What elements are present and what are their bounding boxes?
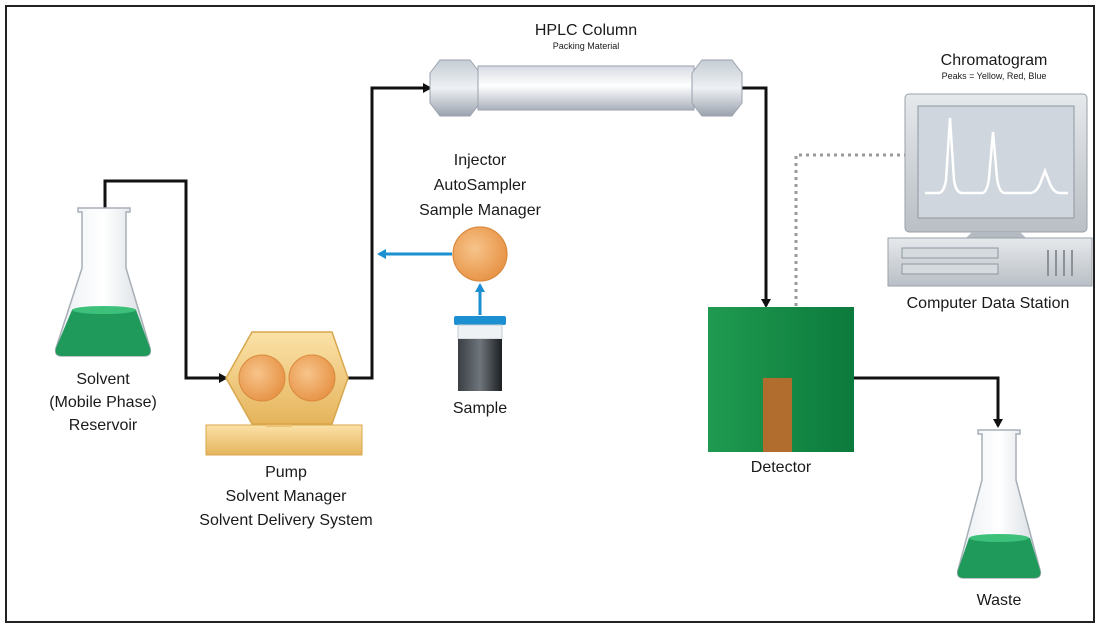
pump-label-line2: Solvent Manager <box>226 488 348 505</box>
diagram-border <box>5 5 1095 623</box>
column-title: HPLC Column <box>535 22 637 39</box>
sample-vial <box>454 316 506 391</box>
pump-label-line3: Solvent Delivery System <box>199 512 372 529</box>
waste-flask <box>956 429 1042 579</box>
pump-head-left <box>238 354 286 402</box>
computer-label: Computer Data Station <box>907 295 1070 312</box>
pump-label-line1: Pump <box>265 464 307 481</box>
column-subtitle: Packing Material <box>553 41 620 51</box>
cpu-case <box>887 237 1093 287</box>
injector-autosampler <box>452 226 508 282</box>
solvent-label-line1: Solvent <box>76 371 130 388</box>
injector-label-line3: Sample Manager <box>419 202 542 219</box>
flow-line-column-to-detector <box>742 86 771 308</box>
hplc-column <box>429 59 743 117</box>
waste-liquid <box>957 538 1041 578</box>
flow-line-detector-to-waste <box>853 376 1003 428</box>
injector-label-line1: Injector <box>454 152 507 169</box>
data-cable <box>794 153 905 306</box>
pump-head-right <box>288 354 336 402</box>
computer-data-station <box>887 93 1093 287</box>
injector-label-line2: AutoSampler <box>434 177 527 194</box>
solvent-reservoir-flask <box>54 207 152 357</box>
detector-label: Detector <box>751 459 812 476</box>
detector-box <box>708 307 854 452</box>
solvent-label-line3: Reservoir <box>69 417 138 434</box>
pump-unit <box>205 331 363 456</box>
solvent-label-line2: (Mobile Phase) <box>49 394 157 411</box>
chromatogram-subtitle: Peaks = Yellow, Red, Blue <box>942 71 1047 81</box>
chromatogram-trace <box>925 117 1068 195</box>
waste-label: Waste <box>977 592 1022 609</box>
flow-line-pump-to-column <box>345 83 432 380</box>
sample-label: Sample <box>453 400 507 417</box>
solvent-liquid <box>55 310 151 356</box>
chromatogram-title: Chromatogram <box>941 52 1048 69</box>
detector-cell <box>763 378 792 452</box>
